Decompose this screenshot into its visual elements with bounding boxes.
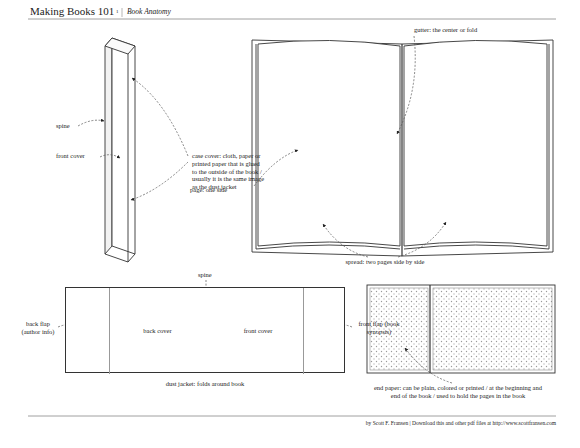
part-note: end paper: can be plain, colored or prin… <box>370 384 546 400</box>
leader-line <box>131 162 188 200</box>
footer-credit: by Scott F. Fransen | Download this and … <box>366 420 556 427</box>
figure-caption: dust jacket: folds around book <box>66 380 344 388</box>
open-book <box>252 40 553 256</box>
header-divider <box>122 8 123 17</box>
leader-line <box>100 155 120 158</box>
book-spine <box>105 38 112 254</box>
dust-jacket: dust jacket: folds around bookback cover… <box>65 287 345 373</box>
part-note: case cover: cloth, paper or printed pape… <box>192 152 266 191</box>
end-paper-book <box>367 285 555 373</box>
jacket-panel: front cover <box>213 288 304 374</box>
header-rule <box>28 19 556 20</box>
part-label: spine <box>198 271 212 279</box>
jacket-panel: back cover <box>109 288 205 374</box>
end-paper-cover <box>367 285 555 373</box>
footer-rule <box>28 416 556 417</box>
leader-line <box>78 120 104 126</box>
page-edge <box>404 245 549 249</box>
leader-line <box>397 36 415 134</box>
part-label: front cover <box>56 152 85 160</box>
panel-label: back cover <box>143 327 171 335</box>
page-edge <box>256 245 400 249</box>
left-page <box>258 40 400 246</box>
part-label: page: one side <box>190 186 227 194</box>
open-book-cover <box>252 40 553 256</box>
panel-label: front cover <box>244 327 273 335</box>
gutter-line <box>401 44 402 256</box>
part-label: gutter: the center or fold <box>414 26 477 34</box>
leader-line <box>405 348 452 383</box>
end-paper-right <box>433 288 552 370</box>
book-front-cover <box>112 38 135 254</box>
book-top <box>105 38 135 54</box>
leader-line <box>132 78 188 156</box>
leader-line <box>323 224 368 257</box>
book-bottom-edge <box>105 254 135 262</box>
leader-lines <box>58 36 452 383</box>
part-label: back flap (author info) <box>18 320 58 336</box>
closed-book <box>105 38 135 262</box>
gutter-line <box>429 285 430 373</box>
part-label: spine <box>56 122 70 130</box>
part-label: spread: two pages side by side <box>340 258 430 266</box>
part-label: front flap (book synopsis) <box>354 320 404 336</box>
page-number: 1 <box>116 9 119 15</box>
section-title: Book Anatomy <box>127 7 171 16</box>
book-front-edge <box>128 54 129 262</box>
leader-line <box>398 222 446 257</box>
right-page <box>404 40 547 246</box>
page-title: Making Books 101 <box>30 5 114 18</box>
